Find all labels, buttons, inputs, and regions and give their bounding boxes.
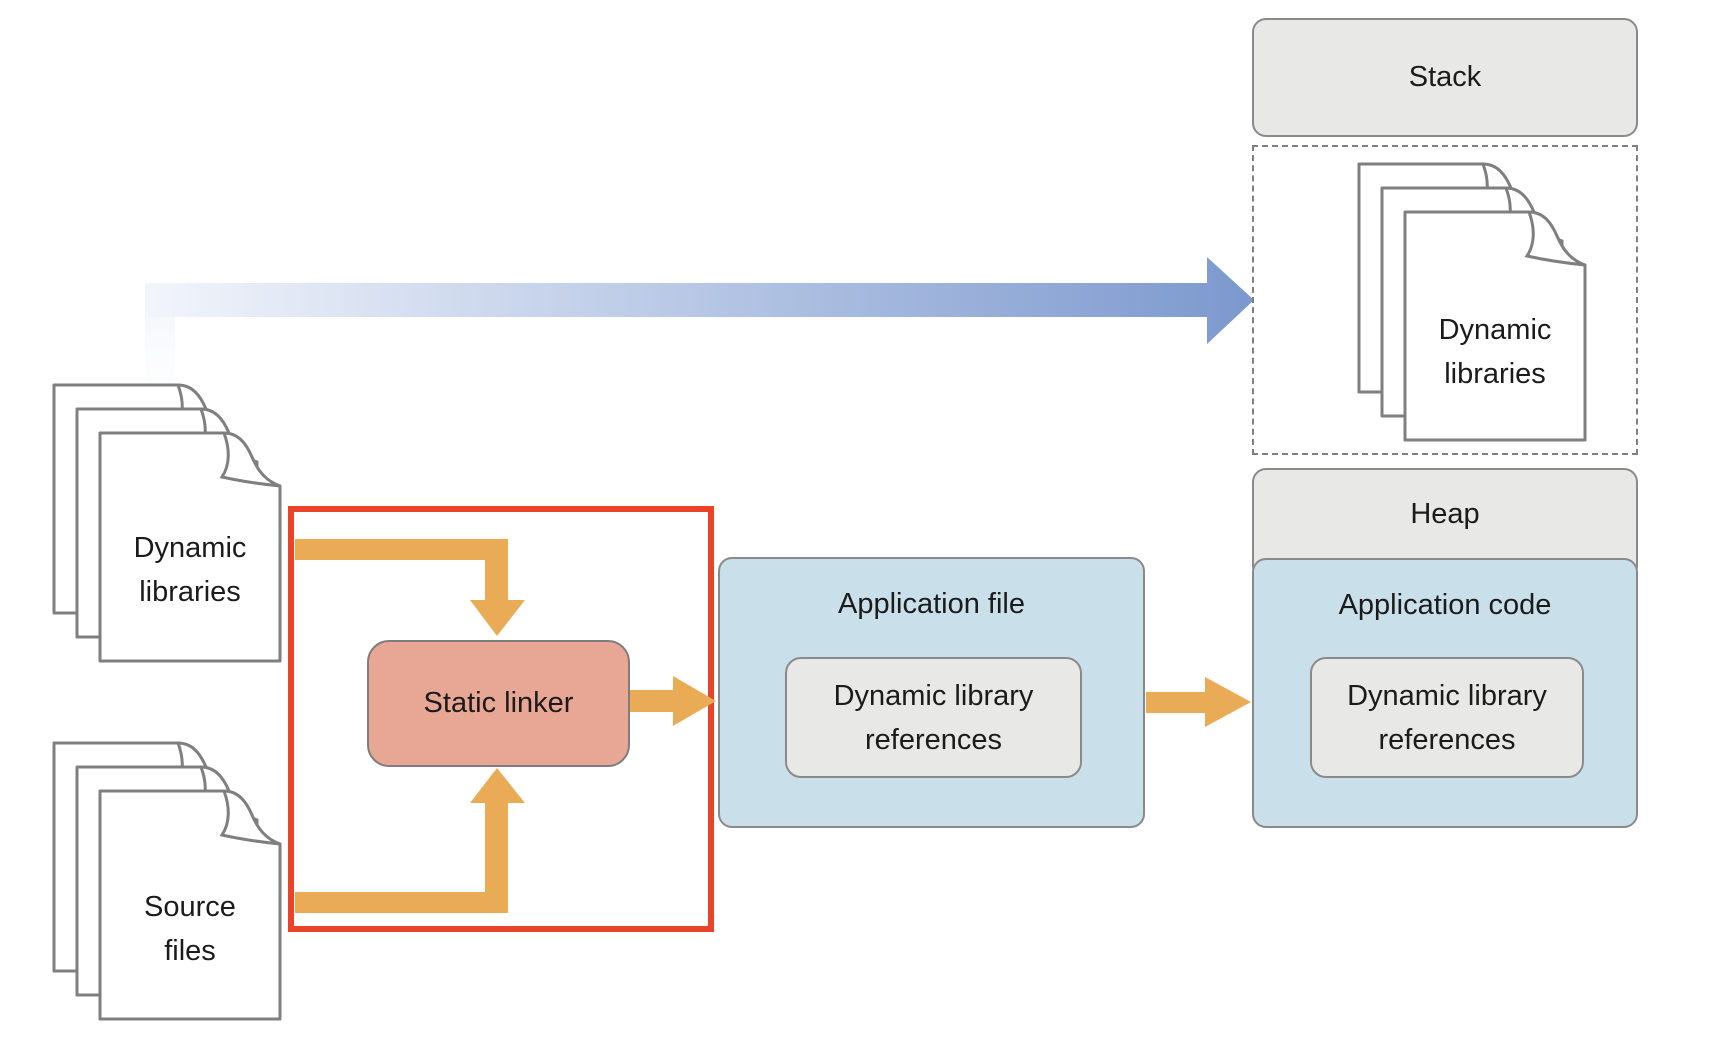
stack-memory-block: Stack (1252, 18, 1638, 137)
appfile-ref-line1: Dynamic library (833, 679, 1034, 712)
appcode-ref-line2: references (1378, 723, 1516, 756)
dynamic-libraries-files-icon (54, 385, 280, 661)
appcode-ref-line1: Dynamic library (1347, 679, 1547, 712)
appcode-dynamic-library-references-box: Dynamic library references (1310, 657, 1584, 778)
appfile-to-appcode-arrow (1146, 677, 1251, 727)
static-linker-label: Static linker (423, 687, 574, 719)
application-code-block: Application code Dynamic library referen… (1252, 558, 1638, 828)
application-file-block: Application file Dynamic library referen… (718, 557, 1145, 828)
dynamic-libraries-input-label: Dynamic libraries (133, 532, 247, 608)
static-linker-box: Static linker (367, 640, 630, 767)
load-arrow-tail (145, 302, 175, 432)
appfile-ref-line2: references (864, 723, 1002, 756)
heap-label: Heap (1410, 498, 1480, 530)
stack-label: Stack (1408, 61, 1482, 93)
application-file-title: Application file (838, 588, 1025, 620)
application-code-title: Application code (1338, 589, 1552, 621)
loaded-libraries-region (1252, 145, 1638, 455)
loaded-dynamic-libraries-label: Dynamic libraries (1438, 314, 1552, 390)
appfile-dynamic-library-references-box: Dynamic library references (785, 657, 1082, 778)
source-files-label: Source files (144, 891, 236, 967)
source-files-icon (54, 743, 280, 1019)
load-arrow-shaft-head (145, 257, 1254, 344)
